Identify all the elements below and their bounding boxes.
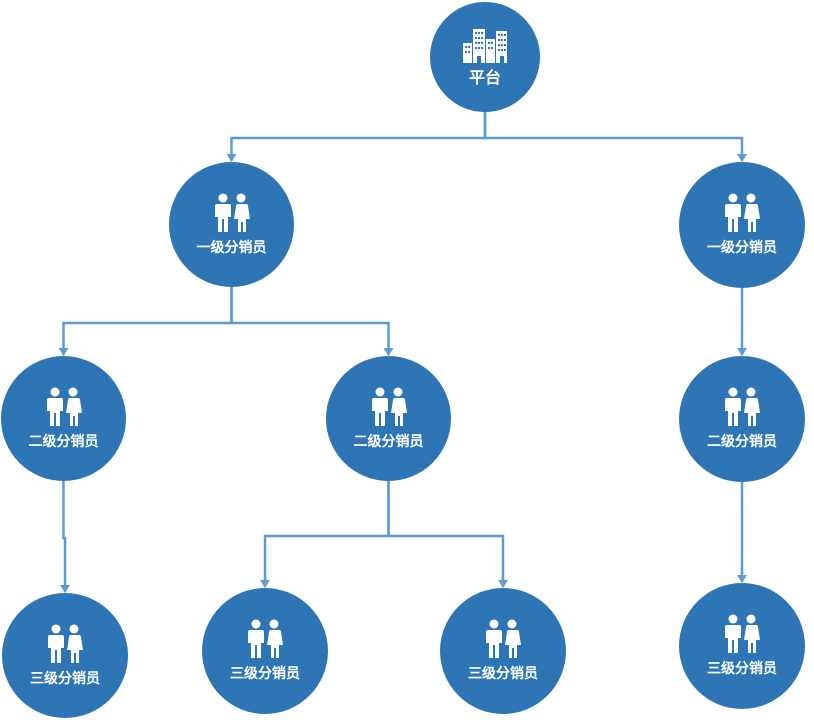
couple-icon	[248, 619, 283, 658]
node-label: 二级分销员	[707, 434, 777, 450]
couple-icon	[725, 193, 760, 232]
couple-icon	[725, 387, 760, 426]
node-level1-right: 一级分销员	[679, 162, 805, 288]
couple-icon	[371, 387, 407, 426]
node-label: 一级分销员	[196, 239, 267, 256]
couple-icon	[214, 193, 250, 232]
connector-platform-to-l1_right	[483, 112, 747, 162]
connector-l1_left-to-l2_a	[58, 287, 233, 356]
couple-icon	[46, 387, 82, 426]
couple-icon	[486, 619, 521, 658]
connector-l2_b-to-l3_b	[260, 481, 390, 588]
node-label: 平台	[468, 68, 501, 87]
node-level3-c: 三级分销员	[440, 588, 566, 714]
node-label: 三级分销员	[30, 670, 100, 687]
couple-icon	[48, 624, 83, 663]
node-label: 三级分销员	[707, 661, 777, 677]
node-level2-c: 二级分销员	[679, 356, 805, 482]
node-label: 二级分销员	[28, 433, 99, 450]
couple-icon	[725, 614, 760, 653]
node-label: 三级分销员	[468, 666, 538, 682]
node-label: 三级分销员	[230, 666, 300, 682]
node-level3-b: 三级分销员	[202, 588, 328, 714]
buildings-icon	[463, 29, 507, 63]
node-level3-a: 三级分销员	[2, 593, 128, 718]
node-label: 一级分销员	[707, 240, 777, 256]
node-platform: 平台	[430, 2, 540, 112]
node-level3-d: 三级分销员	[679, 583, 805, 709]
node-level2-a: 二级分销员	[1, 356, 126, 481]
connector-platform-to-l1_left	[226, 112, 487, 162]
connector-l2_b-to-l3_c	[387, 481, 508, 588]
connector-l1_left-to-l2_b	[230, 287, 394, 356]
connector-l2_a-to-l3_a	[60, 481, 70, 593]
node-label: 二级分销员	[353, 433, 424, 450]
node-level1-left: 一级分销员	[169, 162, 294, 287]
node-level2-b: 二级分销员	[326, 356, 451, 481]
